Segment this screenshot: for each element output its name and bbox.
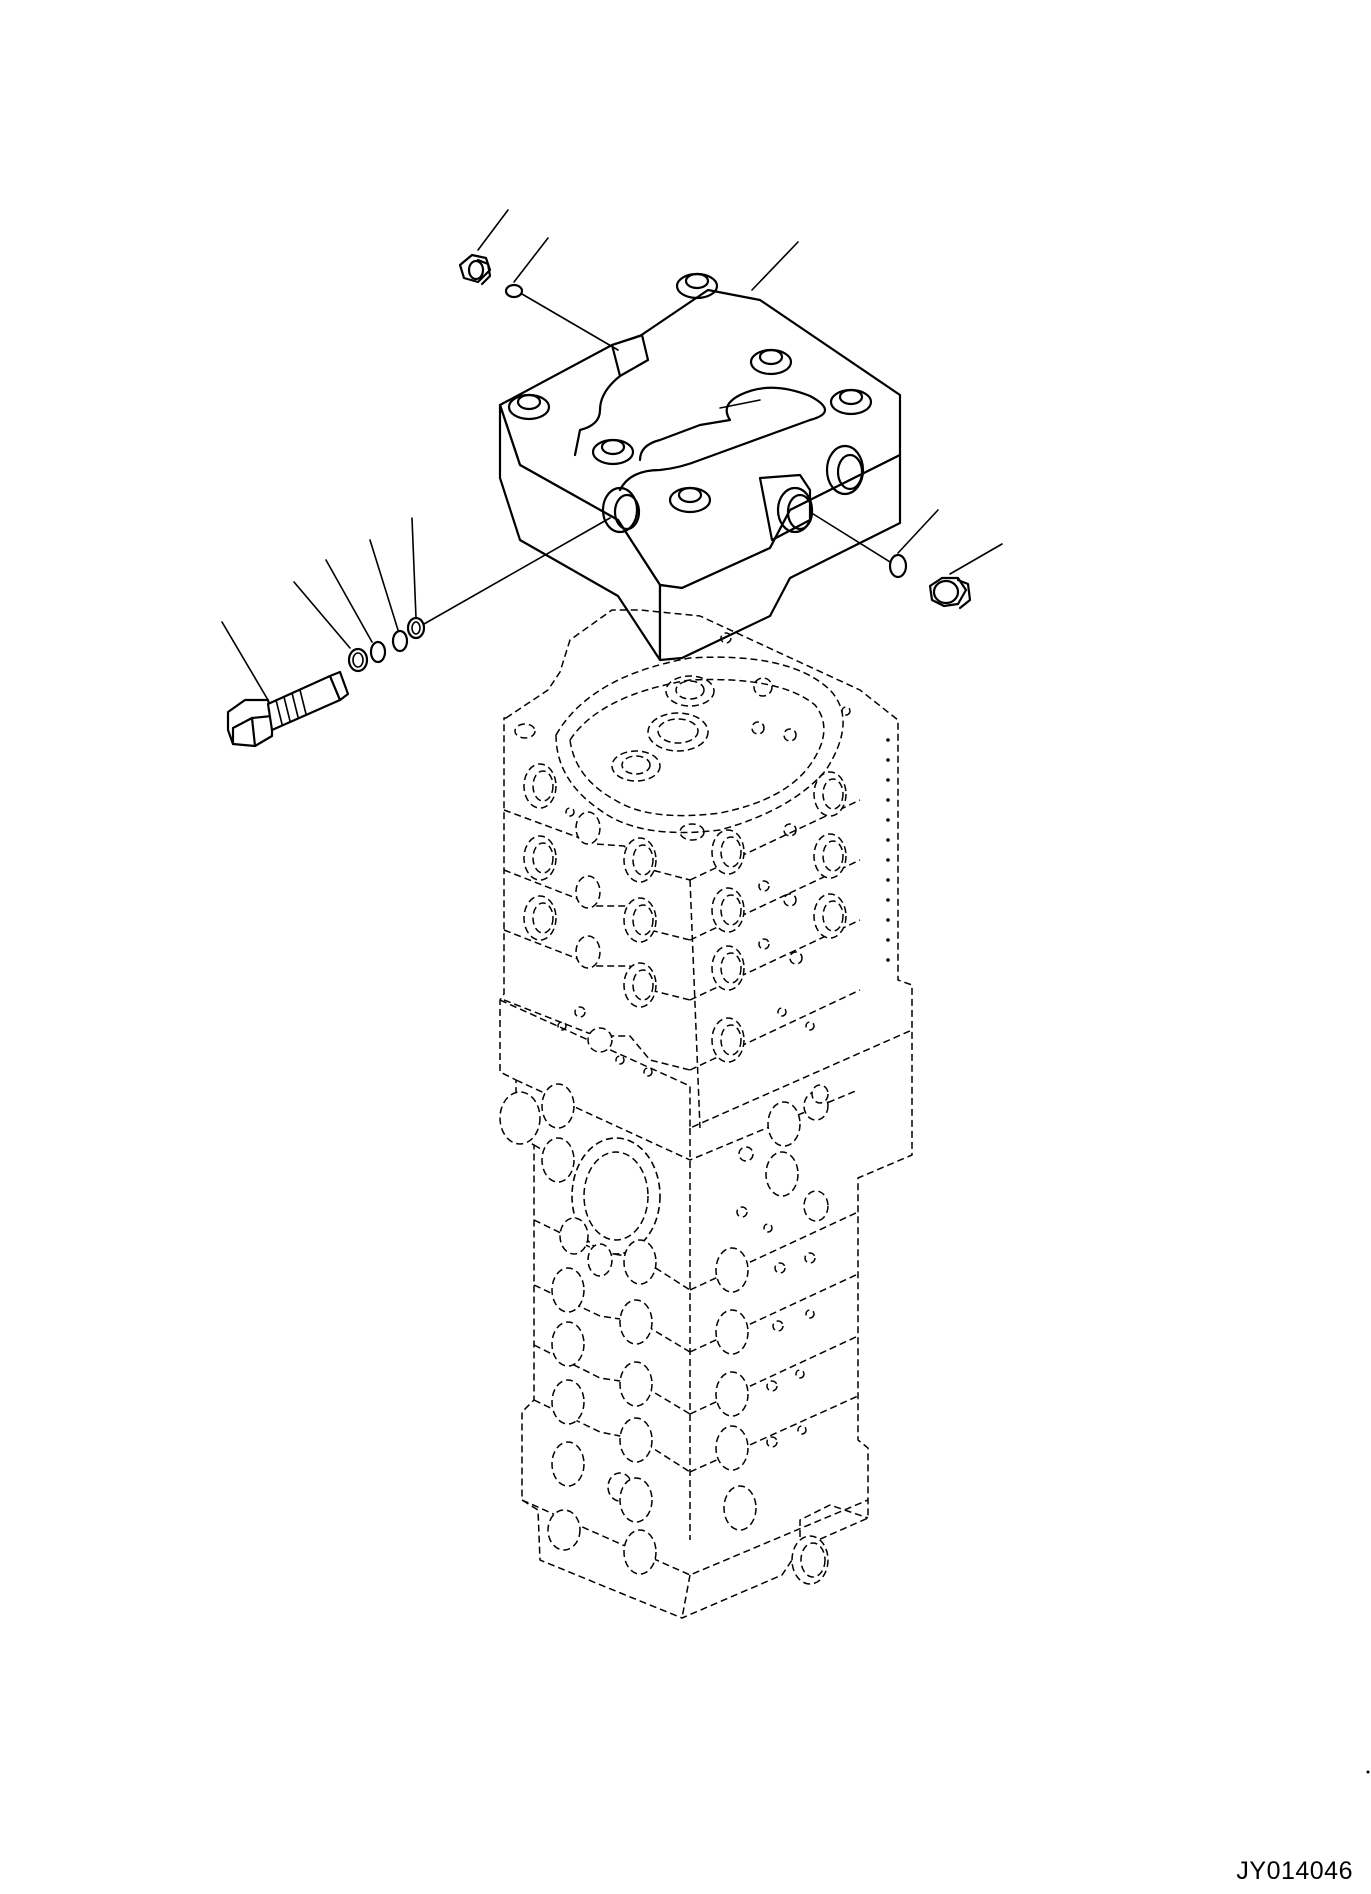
control-valve-body — [499, 609, 1370, 1774]
plug-top-left — [458, 253, 492, 286]
o-ring-2 — [369, 640, 387, 664]
valve-cover — [498, 272, 902, 662]
leader-lines — [221, 209, 1003, 701]
edge-marks — [886, 738, 1370, 1774]
plug-right — [928, 576, 972, 610]
bolt — [226, 670, 350, 748]
washer-ring-1 — [347, 647, 369, 673]
body-ports-right — [711, 771, 847, 1585]
o-ring-3 — [391, 629, 409, 653]
o-ring-top-left — [504, 283, 524, 299]
o-ring-4 — [406, 616, 426, 640]
body-ports — [499, 763, 661, 1575]
o-ring-right — [888, 553, 908, 579]
drawing-code: JY014046 — [1236, 1857, 1353, 1885]
